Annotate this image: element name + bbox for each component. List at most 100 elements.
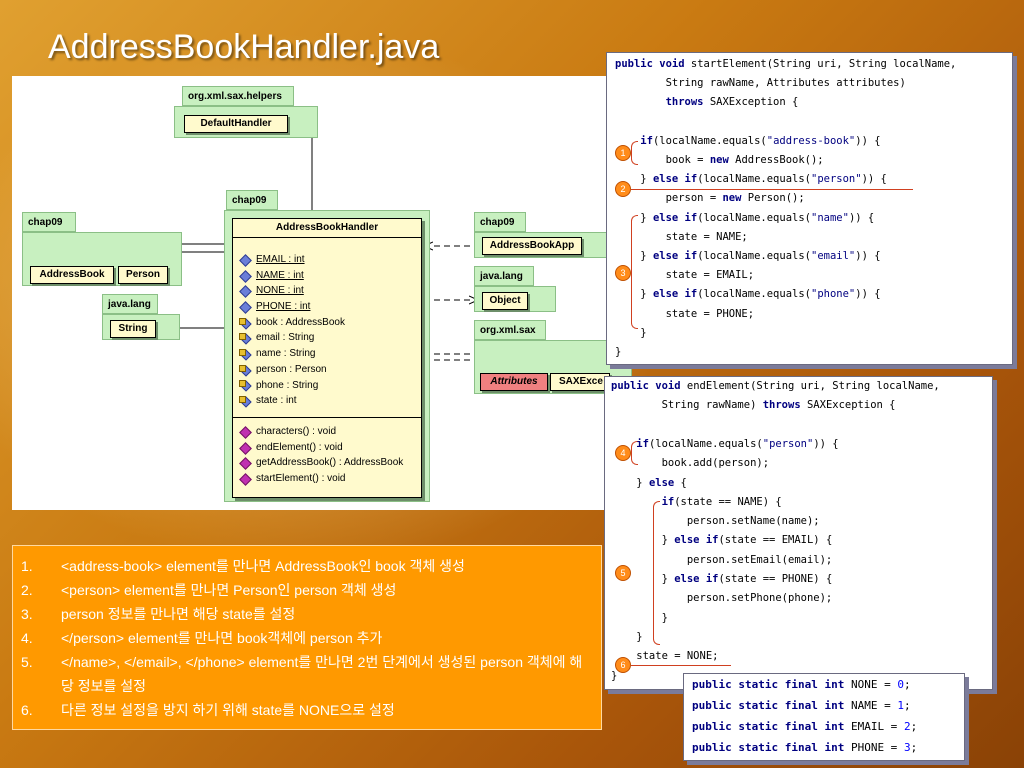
- class-addressbook: AddressBook: [30, 266, 114, 284]
- step-marker-5: 5: [615, 565, 631, 581]
- startelement-code-line: if(localName.equals("address-book")) {: [640, 134, 881, 147]
- method-icon: [239, 474, 251, 484]
- explanation-list: 1.<address-book> element를 만나면 AddressBoo…: [21, 554, 589, 722]
- package-tab-chap09-left: chap09: [22, 212, 76, 232]
- startelement-code-line: book = new AddressBook();: [615, 154, 824, 166]
- startelement-code-line: } else if(localName.equals("name")) {: [615, 211, 875, 224]
- attribute-row: person : Person: [233, 362, 421, 378]
- operation-text: getAddressBook() : AddressBook: [256, 457, 404, 469]
- private-field-icon: [239, 380, 251, 390]
- attribute-text: PHONE : int: [256, 301, 311, 313]
- method-icon: [239, 427, 251, 437]
- code-panel-endelement: 4 5 6 public void endElement(String uri,…: [604, 376, 993, 690]
- operation-row: characters() : void: [233, 424, 421, 440]
- endelement-code-line: } else {: [611, 476, 687, 489]
- step-bracket-4: [631, 441, 638, 465]
- attribute-row: book : AddressBook: [233, 315, 421, 331]
- operation-row: startElement() : void: [233, 471, 421, 487]
- explanation-item: 4. </person> element를 만나면 book객체에 person …: [21, 626, 589, 650]
- method-icon: [239, 458, 251, 468]
- package-tab-java-lang-left: java.lang: [102, 294, 158, 314]
- attribute-text: NAME : int: [256, 269, 304, 281]
- explanation-box: 1.<address-book> element를 만나면 AddressBoo…: [12, 545, 602, 730]
- attribute-row: phone : String: [233, 378, 421, 394]
- startelement-code-line: String rawName, Attributes attributes): [615, 77, 906, 90]
- code-panel-startelement: 1 2 3 public void startElement(String ur…: [606, 52, 1013, 365]
- startelement-code-line: public void startElement(String uri, Str…: [615, 58, 957, 70]
- attribute-text: book : AddressBook: [256, 316, 345, 328]
- endelement-code-line: }: [611, 630, 643, 643]
- attribute-row: email : String: [233, 330, 421, 346]
- method-icon: [239, 443, 251, 453]
- class-addressbookhandler-name: AddressBookHandler: [233, 219, 421, 238]
- constant-line: public static final int EMAIL = 2;: [692, 720, 918, 733]
- attribute-text: email : String: [256, 332, 315, 344]
- endelement-code-line: if(localName.equals("person")) {: [636, 437, 839, 450]
- class-string: String: [110, 320, 156, 338]
- class-attributes: Attributes: [480, 373, 548, 391]
- step-marker-3: 3: [615, 265, 631, 281]
- startelement-code-line: person = new Person();: [615, 192, 805, 205]
- endelement-code-line: String rawName) throws SAXException {: [611, 399, 896, 412]
- step-bracket-5: [653, 501, 660, 645]
- endelement-code-line: person.setEmail(email);: [611, 553, 833, 566]
- endelement-code-line: public void endElement(String uri, Strin…: [611, 380, 940, 392]
- static-field-icon: [239, 302, 251, 312]
- explanation-item: 3. person 정보를 만나면 해당 state를 설정: [21, 602, 589, 626]
- endelement-code-line: state = NONE;: [611, 650, 719, 663]
- step-marker-2: 2: [615, 181, 631, 197]
- private-field-icon: [239, 333, 251, 343]
- explanation-text: </person> element를 만나면 book객체에 person 추가: [61, 630, 383, 646]
- startelement-code-line: } else if(localName.equals("person")) {: [615, 173, 887, 186]
- explanation-number: 4.: [21, 630, 33, 646]
- constant-line: public static final int NAME = 1;: [692, 699, 911, 712]
- package-tab-sax-helpers: org.xml.sax.helpers: [182, 86, 294, 106]
- explanation-number: 6.: [21, 702, 33, 718]
- startelement-code-line: state = EMAIL;: [615, 269, 755, 282]
- constant-line: public static final int NONE = 0;: [692, 678, 911, 691]
- private-field-icon: [239, 396, 251, 406]
- operation-row: getAddressBook() : AddressBook: [233, 455, 421, 471]
- package-tab-java-lang-right: java.lang: [474, 266, 534, 286]
- endelement-code-line: } else if(state == EMAIL) {: [611, 534, 833, 547]
- startelement-code-line: }: [615, 346, 622, 358]
- explanation-item: 6.다른 정보 설정을 방지 하기 위해 state를 NONE으로 설정: [21, 698, 589, 722]
- explanation-item: 1.<address-book> element를 만나면 AddressBoo…: [21, 554, 589, 578]
- attribute-text: state : int: [256, 395, 297, 407]
- attribute-text: EMAIL : int: [256, 254, 305, 265]
- explanation-text: person 정보를 만나면 해당 state를 설정: [61, 606, 296, 622]
- explanation-text: </name>, </email>, </phone> element를 만나면…: [61, 654, 583, 694]
- class-saxexception: SAXExce: [550, 373, 610, 391]
- endelement-code-line: if(state == NAME) {: [661, 495, 782, 508]
- step-bracket-1: [631, 141, 638, 165]
- step-marker-4: 4: [615, 445, 631, 461]
- attribute-row: state : int: [233, 393, 421, 409]
- constant-line: public static final int PHONE = 3;: [692, 741, 918, 754]
- uml-class-diagram: org.xml.sax.helpers DefaultHandler chap0…: [12, 76, 632, 510]
- constants-panel: public static final int NONE = 0; public …: [683, 673, 965, 761]
- operation-row: endElement() : void: [233, 440, 421, 456]
- step-underline-6: [631, 665, 731, 666]
- step-underline-2: [631, 189, 913, 190]
- attribute-text: phone : String: [256, 379, 319, 391]
- static-field-icon: [239, 255, 251, 265]
- attribute-text: name : String: [256, 348, 316, 360]
- class-object: Object: [482, 292, 528, 310]
- inherits-defaulthandler-line: [290, 124, 313, 218]
- explanation-number: 3.: [21, 606, 33, 622]
- class-person: Person: [118, 266, 168, 284]
- operation-text: endElement() : void: [256, 441, 343, 453]
- endelement-code-line: }: [611, 669, 618, 682]
- startelement-code-line: throws SAXException {: [665, 96, 799, 109]
- attribute-row: EMAIL : int: [233, 252, 421, 268]
- package-tab-chap09-center: chap09: [226, 190, 278, 210]
- attribute-text: NONE : int: [256, 285, 304, 297]
- explanation-text: <address-book> element를 만나면 AddressBook인…: [61, 558, 465, 574]
- class-defaulthandler: DefaultHandler: [184, 115, 288, 133]
- step-marker-1: 1: [615, 145, 631, 161]
- startelement-code-line: } else if(localName.equals("phone")) {: [615, 288, 881, 301]
- startelement-code-line: state = PHONE;: [615, 307, 755, 320]
